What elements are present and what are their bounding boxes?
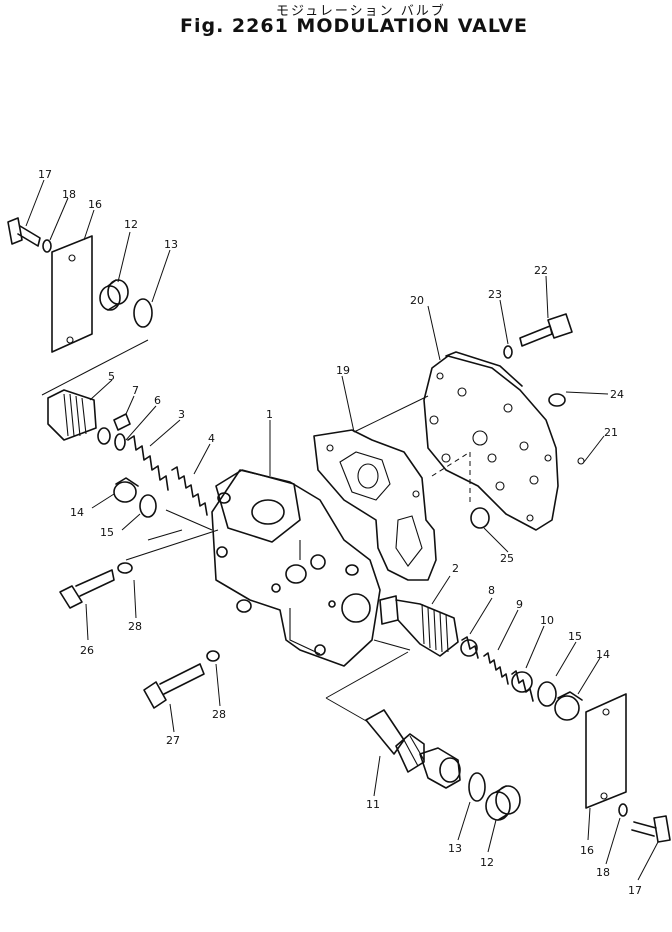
- callout-5: 5: [108, 370, 115, 383]
- washer-6: [114, 433, 126, 451]
- bolt-26: [59, 569, 115, 609]
- leader-body-2: [373, 639, 411, 651]
- valve-stem-11: [365, 709, 461, 789]
- callout-12-bottom: 12: [480, 856, 494, 869]
- callout-11: 11: [366, 798, 380, 811]
- callout-28-bottom: 28: [212, 708, 226, 721]
- washer-18-bottom: [618, 803, 628, 817]
- callout-18-top: 18: [62, 188, 76, 201]
- callout-17-bottom: 17: [628, 884, 642, 897]
- spring-3: [127, 435, 169, 491]
- o-ring-13-bottom: [468, 772, 486, 802]
- o-ring-15-left: [139, 494, 157, 518]
- o-ring-15-right: [537, 681, 557, 707]
- callout-1: 1: [266, 408, 273, 421]
- leader-body-15: [165, 509, 213, 531]
- plate-16-top: [51, 235, 93, 353]
- cover-20: [423, 351, 559, 531]
- callout-8: 8: [488, 584, 495, 597]
- callout-3: 3: [178, 408, 185, 421]
- figure-title: Fig. 2261 MODULATION VALVE: [180, 15, 529, 37]
- leader-group-top: [41, 339, 149, 396]
- bolt-17-bottom: [631, 815, 671, 843]
- callout-27: 27: [166, 734, 180, 747]
- callout-21: 21: [604, 426, 618, 439]
- callout-17-top: 17: [38, 168, 52, 181]
- callout-13-top: 13: [164, 238, 178, 251]
- plug-12-bottom: [485, 785, 521, 821]
- washer-28-bottom: [206, 650, 220, 662]
- callout-28-top: 28: [128, 620, 142, 633]
- washer-28-top: [117, 562, 133, 574]
- spool-5: [47, 389, 97, 441]
- sleeve-7: [97, 413, 131, 445]
- callout-4: 4: [208, 432, 215, 445]
- callout-22: 22: [534, 264, 548, 277]
- spool-2: [379, 595, 459, 657]
- callout-15-right: 15: [568, 630, 582, 643]
- callout-labels: 17 18 16 12 13 5 7 6 3 4 1 19 20 23 22 2…: [38, 168, 642, 897]
- callout-18-bottom: 18: [596, 866, 610, 879]
- leader-body-28: [125, 529, 219, 561]
- callout-6: 6: [154, 394, 161, 407]
- callout-19: 19: [336, 364, 350, 377]
- plug-14-right: [554, 691, 583, 721]
- callout-14-right: 14: [596, 648, 610, 661]
- callout-14-left: 14: [70, 506, 84, 519]
- spring-9: [483, 652, 509, 685]
- leader-body-left: [147, 529, 183, 541]
- plug-14-left: [113, 477, 139, 503]
- callout-15-left: 15: [100, 526, 114, 539]
- bolt-27: [143, 663, 205, 709]
- bolt-17-top: [7, 217, 41, 247]
- leader-gasket-cover: [353, 395, 429, 433]
- o-ring-25: [470, 507, 490, 529]
- gasket-19: [313, 429, 437, 581]
- plug-12-top: [99, 279, 129, 311]
- title-japanese: モジュレーション バルブ: [276, 4, 446, 19]
- o-ring-24: [548, 393, 566, 407]
- callout-23: 23: [488, 288, 502, 301]
- o-ring-13-top: [133, 298, 153, 328]
- callout-26: 26: [80, 644, 94, 657]
- callout-13-bottom: 13: [448, 842, 462, 855]
- callout-16-bottom: 16: [580, 844, 594, 857]
- callout-leaders: [25, 179, 659, 881]
- callout-2: 2: [452, 562, 459, 575]
- callout-16-top: 16: [88, 198, 102, 211]
- callout-12-top: 12: [124, 218, 138, 231]
- callout-24: 24: [610, 388, 624, 401]
- callout-25: 25: [500, 552, 514, 565]
- spring-4: [171, 466, 208, 516]
- pin-21: [577, 457, 585, 465]
- washer-23: [503, 345, 513, 359]
- callout-20: 20: [410, 294, 424, 307]
- callout-7: 7: [132, 384, 139, 397]
- washer-18-top: [42, 239, 52, 253]
- callout-10: 10: [540, 614, 554, 627]
- piston-10: [511, 670, 534, 702]
- plate-16-bottom: [585, 693, 627, 809]
- bolt-22: [519, 313, 573, 347]
- leader-group-bottom: [325, 651, 409, 723]
- callout-9: 9: [516, 598, 523, 611]
- valve-body-1: [211, 469, 381, 667]
- sleeve-8: [460, 636, 479, 659]
